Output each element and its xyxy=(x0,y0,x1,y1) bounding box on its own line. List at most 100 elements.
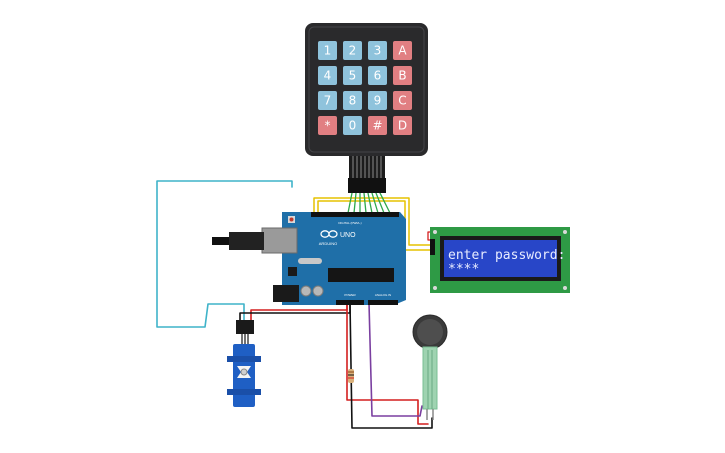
wire-keypad-8[interactable] xyxy=(379,192,391,214)
capacitor-2 xyxy=(312,285,324,297)
key-6[interactable]: 6 xyxy=(368,66,387,85)
wire-keypad-1[interactable] xyxy=(347,192,353,214)
key-5-face xyxy=(343,66,362,85)
key-C[interactable]: C xyxy=(393,91,412,110)
key-8-label: 8 xyxy=(349,94,357,108)
lcd-hole-4 xyxy=(563,286,567,290)
servo-connector xyxy=(236,320,254,334)
capacitor-1 xyxy=(300,285,312,297)
wire-keypad-2[interactable] xyxy=(353,192,357,214)
wire-black-servo[interactable] xyxy=(239,302,351,321)
key-9-label: 9 xyxy=(374,94,382,108)
key-6-label: 6 xyxy=(374,69,382,83)
key-D-face xyxy=(393,116,412,135)
key-A[interactable]: A xyxy=(393,41,412,60)
key-5[interactable]: 5 xyxy=(343,66,362,85)
arduino-logo-text: ARDUINO xyxy=(319,241,337,246)
key-9[interactable]: 9 xyxy=(368,91,387,110)
wire-yellow-lcd-1[interactable] xyxy=(313,197,435,246)
key-5-label: 5 xyxy=(349,69,357,83)
lcd-line-1: enter password: xyxy=(448,248,565,263)
key-0-face xyxy=(343,116,362,135)
key-B[interactable]: B xyxy=(393,66,412,85)
key-1[interactable]: 1 xyxy=(318,41,337,60)
wire-red-main[interactable] xyxy=(346,302,429,425)
analog-header-label: ANALOG IN xyxy=(375,293,391,297)
key-8[interactable]: 8 xyxy=(343,91,362,110)
servo-motor[interactable] xyxy=(227,320,261,407)
force-sensor[interactable] xyxy=(412,314,448,420)
key-3[interactable]: 3 xyxy=(368,41,387,60)
resistor-body xyxy=(348,369,354,383)
key-4[interactable]: 4 xyxy=(318,66,337,85)
key-8-face xyxy=(343,91,362,110)
lcd-line-2: **** xyxy=(448,262,479,277)
wire-keypad-6[interactable] xyxy=(371,192,379,214)
arduino-uno[interactable]: ARDUINO UNO DIGITAL (PWM~) POWER ANALOG … xyxy=(212,212,406,305)
key-3-label: 3 xyxy=(374,44,382,58)
lcd-display[interactable]: enter password: **** xyxy=(430,227,570,293)
key-0[interactable]: 0 xyxy=(343,116,362,135)
analog-header xyxy=(368,300,398,305)
resistor[interactable] xyxy=(348,369,354,383)
servo-mount-bottom xyxy=(227,389,261,395)
key-3-face xyxy=(368,41,387,60)
force-sensor-leads xyxy=(426,409,434,420)
key-7-face xyxy=(318,91,337,110)
wire-yellow-lcd-2[interactable] xyxy=(317,200,435,251)
wire-keypad-7[interactable] xyxy=(375,192,385,214)
key-7[interactable]: 7 xyxy=(318,91,337,110)
servo-cable xyxy=(241,334,249,344)
key-9-face xyxy=(368,91,387,110)
wire-keypad-4[interactable] xyxy=(363,192,367,214)
keypad-ribbon-lines xyxy=(352,156,382,178)
key-4-face xyxy=(318,66,337,85)
reset-button-cap xyxy=(289,217,294,222)
regulator xyxy=(288,267,297,276)
key-*-face xyxy=(318,116,337,135)
key-D[interactable]: D xyxy=(393,116,412,135)
key-C-label: C xyxy=(398,94,406,108)
key-2-label: 2 xyxy=(349,44,357,58)
crystal xyxy=(298,258,322,264)
digital-header xyxy=(311,212,399,217)
key-B-face xyxy=(393,66,412,85)
wire-teal-servo[interactable] xyxy=(156,180,293,328)
usb-plug xyxy=(229,232,264,250)
digital-header-label: DIGITAL (PWM~) xyxy=(338,221,361,225)
key-2[interactable]: 2 xyxy=(343,41,362,60)
key-6-face xyxy=(368,66,387,85)
key-D-label: D xyxy=(398,119,407,133)
wire-red-servo[interactable] xyxy=(250,302,348,321)
key-*[interactable]: * xyxy=(318,116,337,135)
atmega-chip xyxy=(328,268,394,282)
wire-purple-analog[interactable] xyxy=(368,302,423,417)
usb-port xyxy=(261,227,298,254)
servo-mount-top xyxy=(227,356,261,362)
lcd-screen xyxy=(444,240,557,277)
key-A-face xyxy=(393,41,412,60)
key-2-face xyxy=(343,41,362,60)
key-0-label: 0 xyxy=(349,119,357,133)
arduino-model: UNO xyxy=(340,232,356,239)
lcd-hole-1 xyxy=(433,230,437,234)
force-sensor-tail xyxy=(422,346,438,410)
lcd-pins xyxy=(430,239,435,255)
lcd-hole-2 xyxy=(563,230,567,234)
lcd-hole-3 xyxy=(433,286,437,290)
servo-shaft xyxy=(240,368,248,376)
wire-black-main[interactable] xyxy=(349,302,433,429)
force-sensor-pad-inner xyxy=(417,319,443,345)
key-*-label: * xyxy=(325,119,331,133)
power-jack xyxy=(273,285,299,302)
key-#[interactable]: # xyxy=(368,116,387,135)
key-#-label: # xyxy=(372,119,382,133)
keypad-ribbon xyxy=(349,156,385,178)
keypad-border xyxy=(308,26,425,153)
key-#-face xyxy=(368,116,387,135)
wire-keypad-5[interactable] xyxy=(367,192,373,214)
key-4-label: 4 xyxy=(324,69,332,83)
